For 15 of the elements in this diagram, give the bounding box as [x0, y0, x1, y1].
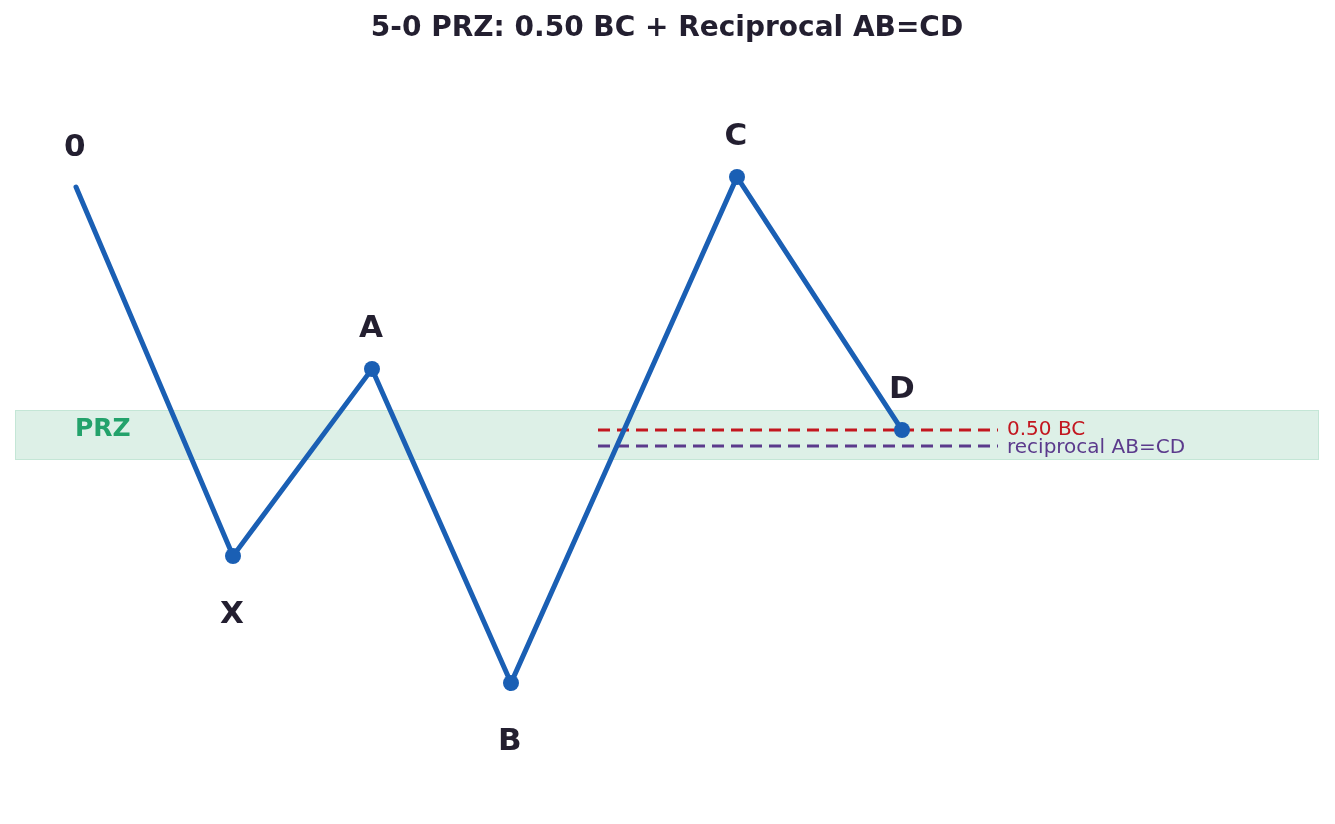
point-label: X	[220, 597, 244, 629]
price-swing-line	[234, 372, 371, 553]
point-label: A	[359, 311, 383, 343]
point-label: 0	[64, 130, 86, 162]
point-label: C	[724, 119, 748, 151]
point-label: B	[498, 724, 522, 756]
point-label: D	[889, 372, 915, 404]
price-swing-line	[738, 180, 901, 427]
price-swing-line	[372, 372, 511, 680]
level-label: reciprocal AB=CD	[1007, 436, 1186, 457]
zone-label: PRZ	[75, 415, 131, 440]
price-swing-line	[511, 180, 737, 680]
level-label: 0.50 BC	[1007, 420, 1086, 437]
price-swing-line	[73, 184, 233, 553]
chart-title: 5-0 PRZ: 0.50 BC + Reciprocal AB=CD	[370, 13, 964, 41]
